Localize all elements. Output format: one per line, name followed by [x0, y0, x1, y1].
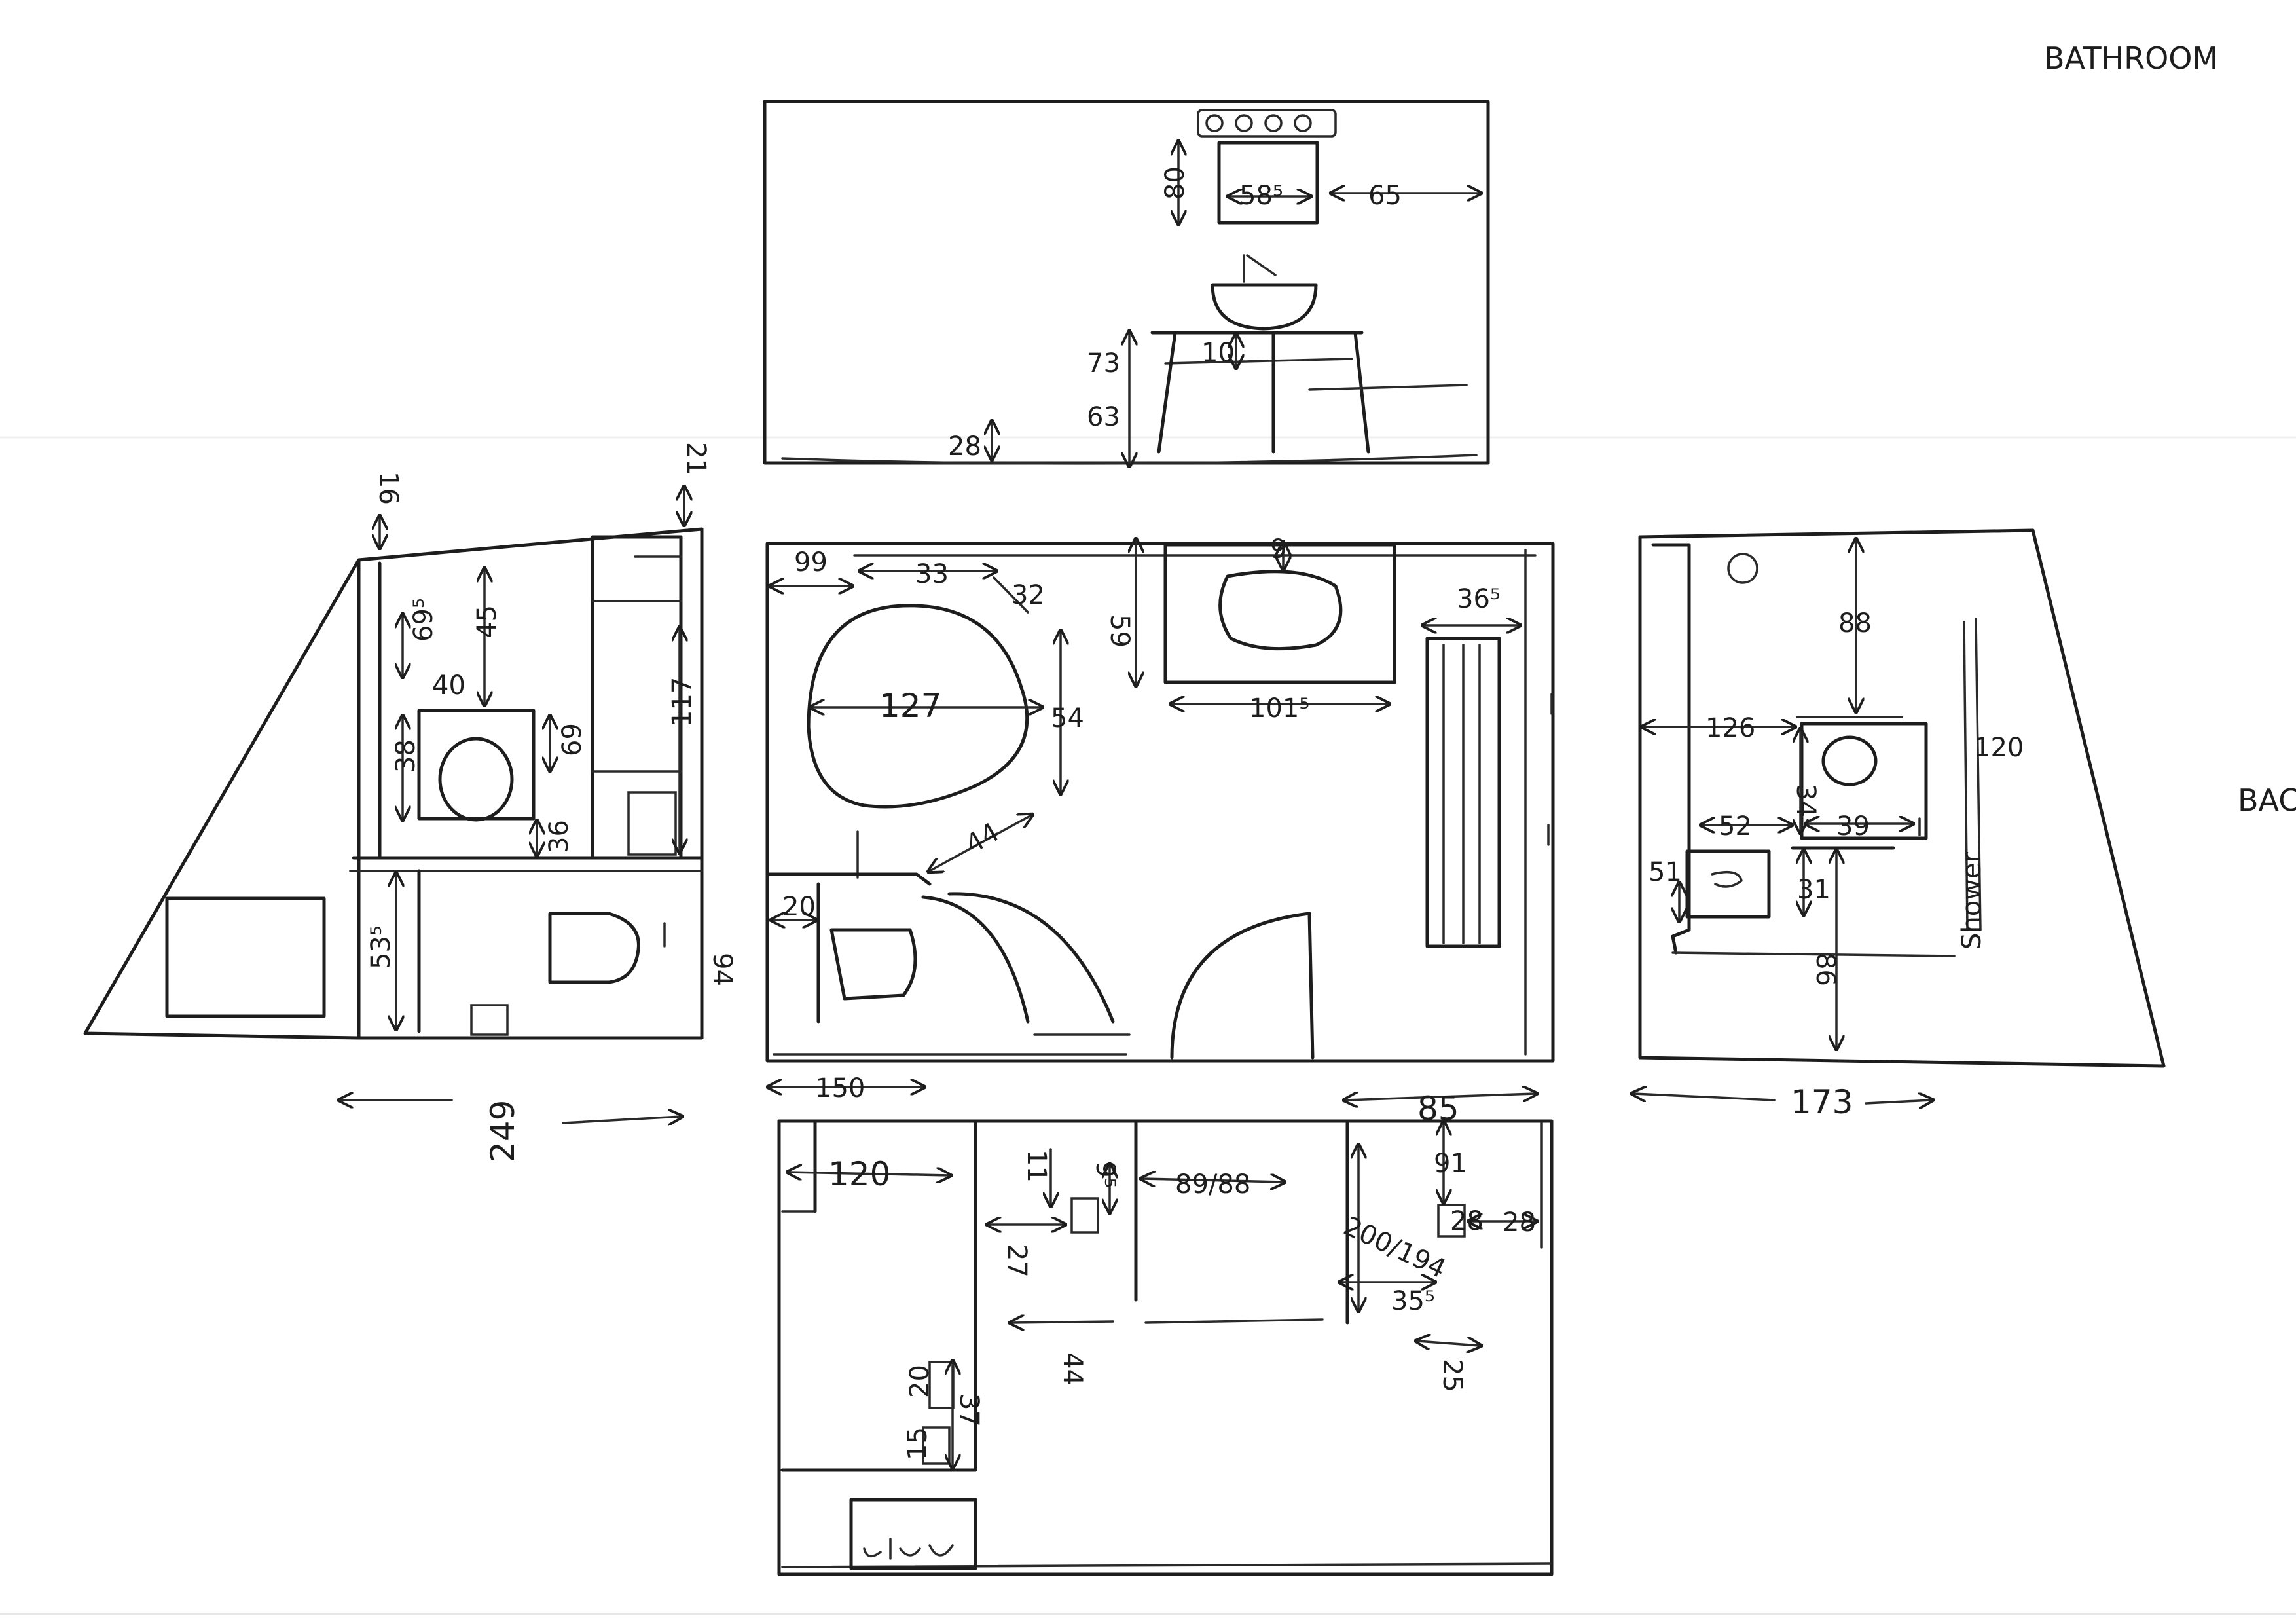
bulb-icon: [1294, 114, 1312, 132]
mirror: [1217, 141, 1319, 225]
dim-socket-low: 15: [903, 1427, 933, 1460]
elevation-top-vanity-wall: 80 58⁵ 65 10 73 63 28: [763, 100, 1490, 465]
dim-socket-height: 20: [905, 1365, 935, 1398]
basin: [1821, 735, 1878, 786]
dim-ceiling-to-socket: 91: [1434, 1149, 1467, 1179]
dim-toilet-width: 52: [1719, 811, 1752, 841]
dim-mirror-height: 38: [391, 739, 421, 773]
bulb-icon: [1264, 114, 1283, 132]
dim-wall-width: 173: [1791, 1083, 1853, 1121]
vessel-basin: [1211, 283, 1318, 331]
dim-bath-length: 127: [879, 687, 941, 725]
dim-bath-top-gap: 33: [915, 559, 949, 589]
window: [849, 1498, 977, 1570]
dim-floor-gap: 25: [1437, 1359, 1467, 1392]
sink: [1218, 570, 1343, 651]
dim-room-gap: 59: [1104, 614, 1135, 648]
dim-mirror-to-wall: 65: [1368, 181, 1402, 211]
plan-center-floor: 99 33 32 59 9 36⁵ 127 54 101⁵ 44 20 94 1…: [707, 534, 1555, 1103]
basin: [438, 737, 514, 822]
dim-wall-to-basin: 126: [1705, 713, 1755, 743]
door-swing: [921, 895, 1030, 1024]
dim-toilet-room-width: 150: [815, 1073, 865, 1103]
elevation-right-sloped-wall: 88 126 120 34 52 39 51 31 86 Shower 173: [1633, 528, 2166, 1121]
dim-bath-wall-gap: 99: [794, 547, 828, 578]
dim-basin-height: 69: [557, 723, 587, 756]
dim-socket-spacing: 37: [954, 1393, 984, 1427]
dim-floor-to-counter: 86: [1810, 953, 1840, 986]
dim-socket-size: 28: [1450, 1206, 1484, 1236]
dim-door-offset: 35⁵: [1391, 1286, 1435, 1316]
dim-toilet-room-depth: 94: [707, 953, 737, 986]
dim-toilet-wall-gap: 20: [782, 892, 816, 922]
dim-shelf-height: 117: [667, 677, 697, 727]
dim-counter-thickness: 10: [1201, 338, 1235, 368]
dim-mirror-width: 58⁵: [1239, 181, 1283, 211]
dim-bath-width: 54: [1051, 703, 1084, 733]
shower-note: Shower: [1957, 851, 1987, 950]
dim-toilet-height: 51: [1649, 857, 1682, 887]
light-bar: [1197, 109, 1337, 138]
dim-plinth: 28: [948, 432, 981, 462]
toilet: [1685, 849, 1771, 919]
dim-door-width: 44: [960, 817, 1004, 860]
shower-head-icon: [1727, 553, 1758, 584]
dim-bath-corner: 32: [1011, 580, 1045, 610]
shower-tray: [1425, 637, 1501, 948]
dim-mirror-height: 80: [1160, 166, 1190, 200]
dim-switch-offset: 27: [1002, 1244, 1032, 1278]
dim-sink-setback: 9: [1270, 534, 1286, 564]
toilet: [548, 912, 640, 984]
dim-counter-height: 73: [1087, 348, 1120, 378]
cabinet: [165, 896, 326, 1018]
shower-glass: [1963, 621, 1969, 931]
freestanding-bath: [807, 604, 1029, 809]
toilet: [829, 928, 917, 1001]
dim-door-width: 89/88: [1175, 1170, 1250, 1200]
dim-socket-to-wall: 28: [1503, 1208, 1536, 1238]
dim-top-gap-left: 16: [373, 471, 403, 505]
dim-counter-gap: 31: [1797, 875, 1831, 905]
dim-door-height: 200/194: [1339, 1211, 1450, 1285]
dim-vanity-width: 101⁵: [1249, 693, 1309, 724]
bulb-icon: [1235, 114, 1253, 132]
dim-basin-base: 36: [544, 820, 574, 853]
dim-switch-size: 9⁵: [1090, 1161, 1120, 1188]
dim-shower-width: 36⁵: [1457, 584, 1501, 614]
dim-top-gap-right: 21: [681, 442, 711, 475]
paper-fold-lines: [0, 436, 2296, 1615]
switch-plate: [1070, 1197, 1099, 1234]
mirror: [417, 709, 536, 821]
dim-light-offset: 40: [432, 671, 465, 701]
dim-ceiling-to-mirror: 88: [1838, 608, 1872, 638]
dim-legs-height: 63: [1087, 402, 1120, 432]
elevation-bottom-wall: 120 11 9⁵ 89/88 85 91 200/194 28 28 27 3…: [777, 1090, 1554, 1576]
doorway: [1170, 912, 1315, 1060]
dim-wall-width: 249: [484, 1100, 522, 1162]
sheet-title: BATHROOM: [2044, 41, 2218, 76]
dim-ceiling-to-mirror: 69⁵: [409, 598, 439, 642]
dim-basin-width: 39: [1836, 811, 1870, 841]
dim-toilet-wall: 53⁵: [366, 925, 396, 969]
bulb-icon: [1205, 114, 1224, 132]
dim-top-span: 85: [1417, 1090, 1459, 1128]
dim-floor-to-switch: 44: [1057, 1352, 1087, 1386]
dim-wall-to-window: 120: [828, 1155, 890, 1193]
edge-note: BAC: [2238, 783, 2296, 818]
dim-glass-height: 120: [1974, 733, 2024, 763]
dim-switch-drop: 11: [1021, 1149, 1051, 1183]
elevation-left-sloped-wall: 16 21 69⁵ 45 40 38 69 36 117 53⁵ 249: [83, 442, 711, 1162]
dim-mirror-height: 34: [1791, 784, 1821, 817]
vanity: [1163, 543, 1396, 684]
dim-light-drop: 45: [472, 605, 502, 638]
socket-plate: [1437, 1204, 1466, 1238]
